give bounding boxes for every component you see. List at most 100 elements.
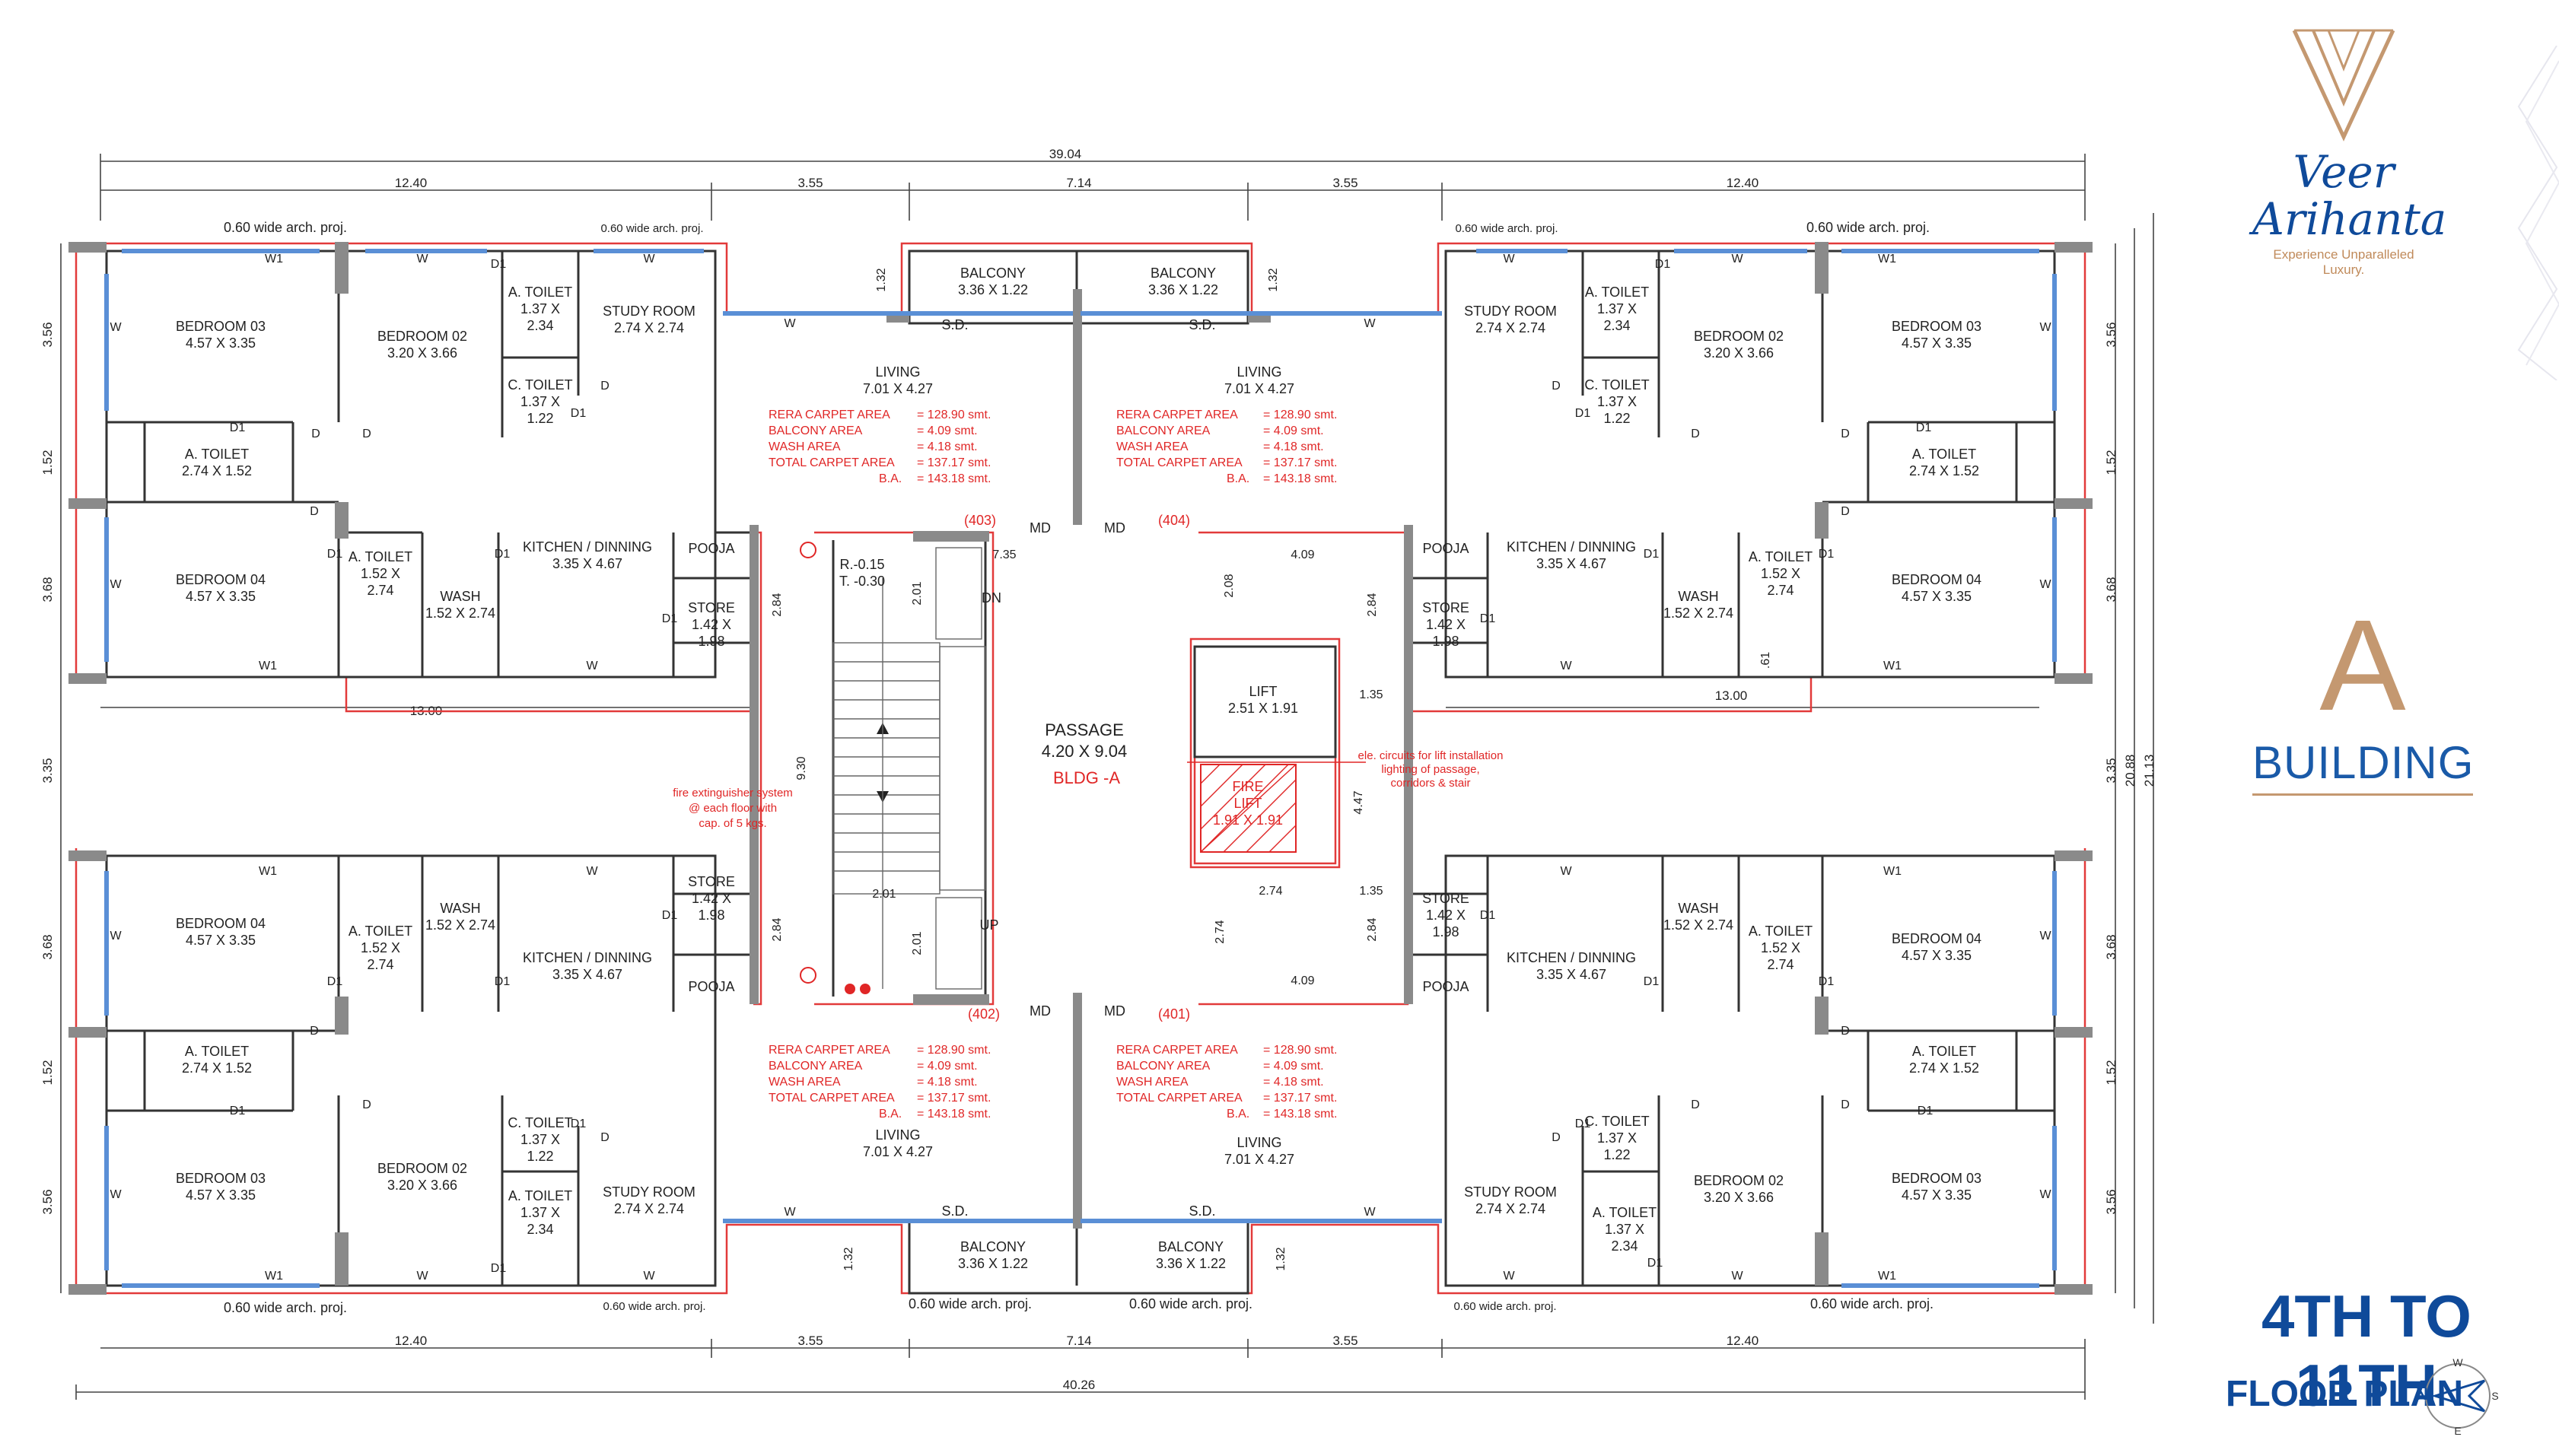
d-mark: D — [1552, 1131, 1561, 1144]
d1-mark: D1 — [1644, 548, 1660, 561]
ba-label: B.A. — [1227, 472, 1249, 485]
d-mark: D — [310, 1025, 319, 1038]
fire-lift-hatch — [1200, 764, 1297, 853]
dim-left-368-top: 3.68 — [40, 577, 55, 602]
opening-marks: W1 W D1 W W D D D1 D1 D W W D D1 D1 D1 W… — [110, 253, 2051, 1283]
lift-label: LIFT — [1249, 684, 1277, 699]
d1-mark: D1 — [1916, 421, 1932, 434]
compass-n: N — [2416, 1384, 2428, 1404]
dim-top-b2: 3.55 — [1332, 176, 1357, 190]
core-dims: 7.35 4.09 4.09 2.74 2.01 1.35 1.35 9.30 … — [771, 268, 1772, 1270]
w-mark: W — [2039, 321, 2051, 334]
atoilet3-label: A. TOILET — [1749, 549, 1813, 564]
total-area-value: = 137.17 smt. — [1263, 1092, 1337, 1105]
w-mark: W — [2039, 930, 2051, 943]
area-statement-tr: RERA CARPET AREA = 128.90 smt. BALCONY A… — [1116, 409, 1337, 485]
w-mark: W — [1364, 317, 1376, 330]
rera-value: = 128.90 smt. — [1263, 1044, 1337, 1057]
atoilet3-label: A. TOILET — [349, 549, 412, 564]
floor-range: 4TH TO 11TH — [2261, 1283, 2471, 1419]
dim-top-left: 12.40 — [395, 176, 428, 190]
bedroom02-size: 3.20 X 3.66 — [1704, 345, 1774, 361]
dim-284-tr: 2.84 — [1366, 593, 1379, 616]
d-mark: D — [310, 505, 319, 518]
d1-mark: D1 — [1644, 975, 1660, 988]
building-letter: A — [2319, 593, 2406, 738]
dim-274-v: 2.74 — [1214, 920, 1227, 943]
ctoilet-label: C. TOILET — [1584, 1114, 1649, 1129]
dn-label: DN — [982, 590, 1001, 606]
w-mark: W — [784, 317, 796, 330]
arch-proj-label: 0.60 wide arch. proj. — [1129, 1296, 1252, 1311]
ctoilet-size2: 1.22 — [1603, 1147, 1630, 1162]
rera-value: = 128.90 smt. — [917, 1044, 991, 1057]
dim-top-b1: 3.55 — [797, 176, 823, 190]
bedroom02-label: BEDROOM 02 — [377, 329, 467, 344]
balcony-size: 3.36 X 1.22 — [1148, 282, 1218, 297]
d-mark: D — [600, 380, 610, 393]
store-size: 1.42 X — [1426, 908, 1466, 923]
living-size: 7.01 X 4.27 — [863, 381, 933, 396]
atoilet2-size: 2.74 X 1.52 — [1909, 463, 1979, 478]
atoilet3-size: 1.52 X — [1761, 940, 1800, 955]
bldg-label: BLDG -A — [1053, 768, 1120, 787]
dim-right-356-bot: 3.56 — [2104, 1189, 2118, 1214]
bedroom02-size: 3.20 X 3.66 — [387, 1178, 457, 1193]
elec-line3: corridors & stair — [1390, 777, 1470, 790]
fire-extinguisher-note: fire extinguisher system @ each floor wi… — [673, 787, 793, 830]
dim-left-152-bot: 1.52 — [40, 1060, 55, 1085]
atoilet2-label: A. TOILET — [185, 447, 249, 462]
balcony-area-label: BALCONY AREA — [769, 1060, 863, 1073]
dim-right-2113: 21.13 — [2142, 755, 2156, 787]
arch-proj-label: 0.60 wide arch. proj. — [1455, 222, 1558, 235]
d-mark: D — [362, 1098, 371, 1111]
w-mark: W — [110, 321, 122, 334]
atoilet-size: 1.37 X — [1597, 301, 1637, 316]
fire-ext-line1: fire extinguisher system — [673, 787, 793, 800]
arch-proj-label: 0.60 wide arch. proj. — [224, 220, 347, 235]
store-size: 1.42 X — [692, 891, 731, 906]
dim-409-bot: 4.09 — [1291, 974, 1314, 987]
total-area-label: TOTAL CARPET AREA — [1116, 1092, 1243, 1105]
bedroom02-label: BEDROOM 02 — [1694, 1173, 1784, 1188]
dim-132-tl: 1.32 — [875, 268, 888, 291]
dim-274: 2.74 — [1259, 885, 1282, 898]
ctoilet-size: 1.37 X — [520, 1132, 560, 1147]
study-size: 2.74 X 2.74 — [614, 320, 684, 335]
atoilet3-size2: 2.74 — [367, 583, 393, 598]
w-mark: W — [1560, 660, 1572, 672]
bedroom03-label: BEDROOM 03 — [1892, 1171, 1981, 1186]
dim-bot-c: 7.14 — [1066, 1334, 1091, 1348]
dim-132-br: 1.32 — [1275, 1247, 1287, 1270]
electric-note: ele. circuits for lift installation ligh… — [1187, 749, 1503, 790]
ctoilet-size: 1.37 X — [1597, 394, 1637, 409]
total-area-label: TOTAL CARPET AREA — [769, 456, 895, 469]
md-label: MD — [1104, 520, 1125, 536]
kitchen-size: 3.35 X 4.67 — [1536, 967, 1606, 982]
rera-label: RERA CARPET AREA — [769, 1044, 890, 1057]
w-mark: W — [643, 253, 655, 265]
ctoilet-size: 1.37 X — [1597, 1130, 1637, 1146]
atoilet-label: A. TOILET — [1585, 285, 1649, 300]
kitchen-label: KITCHEN / DINNING — [523, 539, 652, 555]
atoilet3-size2: 2.74 — [1767, 957, 1794, 972]
t-level: T. -0.30 — [839, 574, 885, 589]
dim-201: 2.01 — [872, 888, 896, 901]
kitchen-size: 3.35 X 4.67 — [1536, 556, 1606, 571]
d1-mark: D1 — [495, 975, 511, 988]
atoilet-label: A. TOILET — [508, 285, 572, 300]
living-label: LIVING — [875, 364, 920, 380]
study-size: 2.74 X 2.74 — [1475, 1201, 1545, 1216]
w-mark: W — [110, 1188, 122, 1201]
atoilet3-size: 1.52 X — [361, 940, 400, 955]
rera-value: = 128.90 smt. — [917, 409, 991, 421]
brand-name-line1: Veer — [2293, 146, 2395, 198]
w1-mark: W1 — [1883, 865, 1902, 878]
kitchen-label: KITCHEN / DINNING — [1507, 539, 1636, 555]
fire-ext-line3: cap. of 5 kgs. — [699, 817, 766, 830]
d-mark: D — [1841, 1025, 1850, 1038]
w1-mark: W1 — [259, 660, 277, 672]
ctoilet-size2: 1.22 — [1603, 411, 1630, 426]
area-statement-bl: RERA CARPET AREA = 128.90 smt. BALCONY A… — [769, 1044, 991, 1121]
dim-61: .61 — [1759, 652, 1772, 669]
